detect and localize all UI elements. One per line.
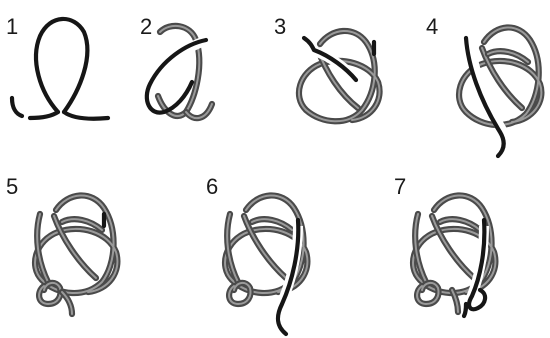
step-1-panel: 1 [6,14,108,119]
step-7-knot-illustration [413,195,495,316]
step-2-knot-illustration [147,26,212,118]
step-3-knot-illustration [299,31,380,121]
step-2-panel: 2 [140,14,212,118]
step-5-number: 5 [6,174,18,199]
step-7-number: 7 [394,174,406,199]
step-1-number: 1 [6,14,18,39]
step-7-panel: 7 [394,174,495,316]
step-4-knot-illustration [459,27,541,156]
step-6-panel: 6 [206,174,307,334]
step-3-panel: 3 [274,14,380,121]
step-4-number: 4 [426,14,438,39]
step-1-knot-illustration [12,19,108,119]
step-3-number: 3 [274,14,286,39]
step-5-panel: 5 [6,174,117,314]
step-6-knot-illustration [225,195,307,334]
step-4-panel: 4 [426,14,541,156]
step-6-number: 6 [206,174,218,199]
step-5-knot-illustration [35,195,117,314]
step-2-number: 2 [140,14,152,39]
